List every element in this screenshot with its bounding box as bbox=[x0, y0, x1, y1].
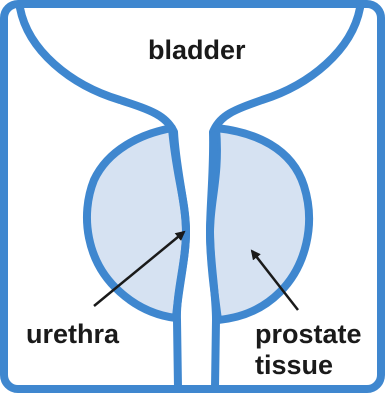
urethra-label: urethra bbox=[26, 319, 119, 350]
prostate-label-line2: tissue bbox=[255, 350, 333, 381]
bladder-label: bladder bbox=[148, 35, 246, 66]
prostate-label-line1: prostate bbox=[255, 319, 362, 350]
